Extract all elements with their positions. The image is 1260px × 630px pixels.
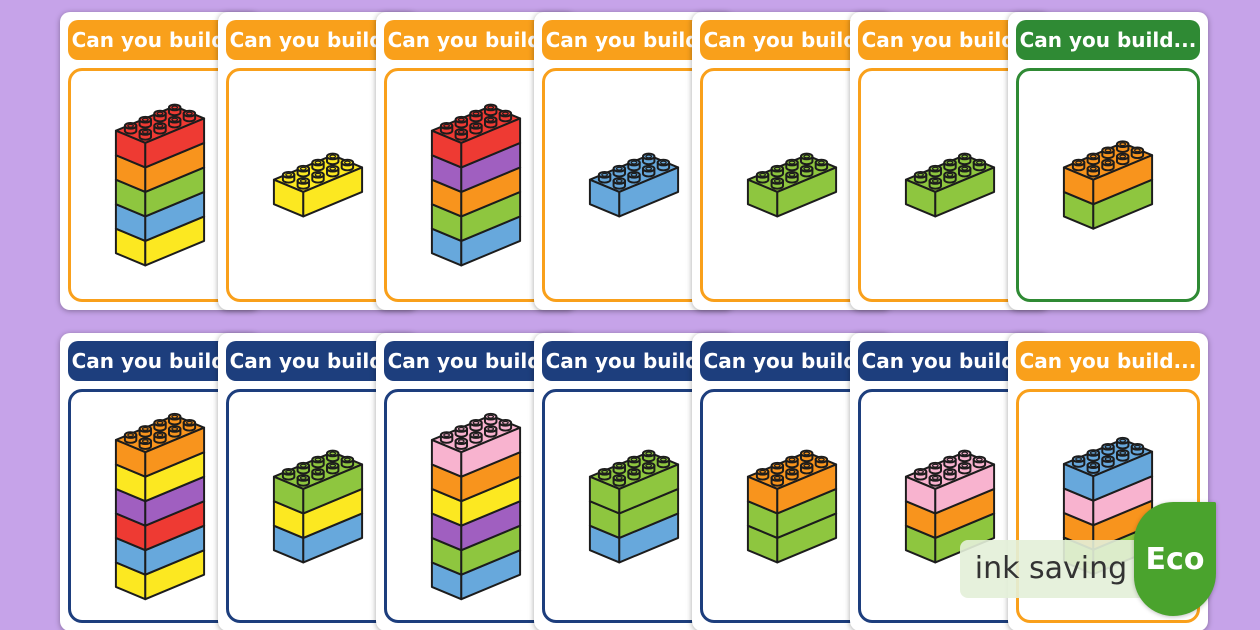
ink-saving-label: ink saving (974, 550, 1128, 586)
brick-stack-image (427, 410, 525, 603)
card-title-label: Can you build... (1019, 349, 1197, 373)
brick-stack-image (1059, 138, 1157, 232)
eco-leaf-icon: Eco (1134, 502, 1216, 616)
card-header: Can you build... (1016, 341, 1200, 381)
brick-stack-image (269, 150, 367, 220)
brick-stack-image (585, 447, 683, 566)
brick-stack-image (111, 410, 209, 603)
eco-badge: ink saving Eco (960, 498, 1216, 630)
flashcard: Can you build... (1008, 12, 1208, 310)
brick-stack-image (585, 150, 683, 220)
flashcard: Can you build... (60, 333, 260, 630)
card-body (1016, 68, 1200, 302)
brick-stack-image (427, 101, 525, 269)
eco-label: Eco (1145, 541, 1205, 577)
eco-saving-bar: ink saving (960, 540, 1142, 598)
brick-stack-image (111, 101, 209, 269)
brick-stack-image (901, 447, 999, 566)
brick-stack-image (269, 447, 367, 566)
brick-stack-image (743, 447, 841, 566)
brick-stack-image (743, 150, 841, 220)
brick-stack-image (901, 150, 999, 220)
card-header: Can you build... (1016, 20, 1200, 60)
card-title-label: Can you build... (1019, 28, 1197, 52)
